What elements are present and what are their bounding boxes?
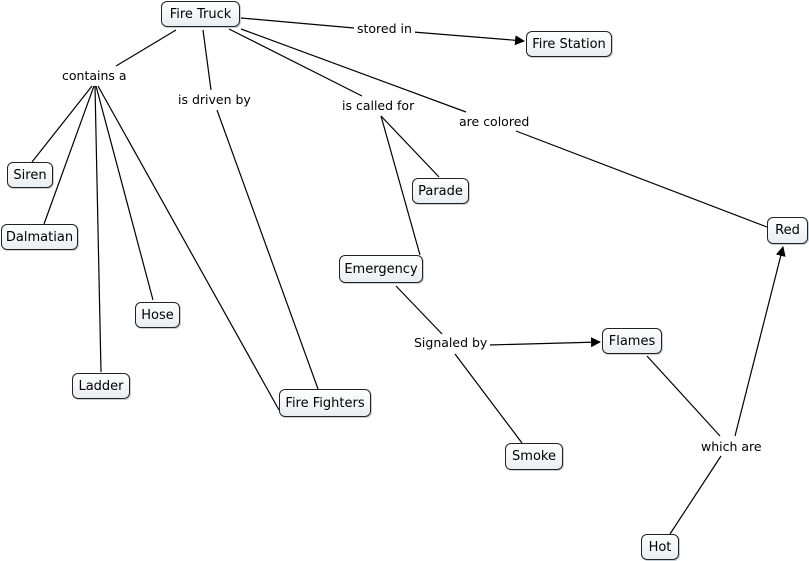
connector-flames-to-whichare: [646, 355, 721, 437]
connector-contains-to-siren: [31, 85, 93, 163]
concept-dalmatian[interactable]: Dalmatian: [1, 224, 78, 250]
concept-hose[interactable]: Hose: [135, 302, 180, 328]
link-label-driven-by: is driven by: [175, 92, 254, 107]
link-label-signaled-by: Signaled by: [411, 335, 491, 350]
connector-contains-to-firefighters: [97, 85, 280, 411]
link-label-stored-in: stored in: [354, 21, 415, 36]
connector-stored-to-station: [412, 31, 525, 46]
connector-contains-to-ladder: [94, 85, 102, 373]
connector-truck-to-stored: [240, 17, 355, 29]
link-label-which-are: which are: [698, 439, 765, 454]
connector-truck-to-colored: [240, 28, 467, 113]
link-label-colored: are colored: [456, 114, 533, 129]
concept-parade[interactable]: Parade: [412, 178, 469, 204]
link-label-called-for: is called for: [339, 98, 418, 113]
concept-fire-fighters[interactable]: Fire Fighters: [279, 389, 371, 417]
connector-emergency-to-signaled: [395, 285, 443, 335]
connector-whichare-to-hot: [669, 455, 722, 535]
connector-truck-to-calledfor: [228, 28, 363, 97]
connector-signaled-to-flames: [488, 337, 601, 348]
concept-hot[interactable]: Hot: [641, 534, 679, 560]
concept-ladder[interactable]: Ladder: [72, 373, 130, 399]
concept-flames[interactable]: Flames: [602, 328, 662, 354]
connector-contains-to-hose: [95, 85, 154, 301]
connector-colored-to-red: [515, 130, 768, 228]
concept-siren[interactable]: Siren: [7, 162, 53, 188]
concept-fire-truck[interactable]: Fire Truck: [161, 1, 240, 27]
concept-emergency[interactable]: Emergency: [339, 255, 423, 283]
connector-calledfor-to-emergency: [380, 115, 421, 256]
connector-driven-to-firefighters: [216, 109, 319, 390]
connector-contains-to-dalmatian: [43, 85, 95, 225]
concept-smoke[interactable]: Smoke: [505, 443, 563, 470]
connector-calledfor-to-parade: [380, 115, 440, 178]
connector-whichare-to-red: [734, 246, 786, 437]
concept-red[interactable]: Red: [767, 217, 808, 244]
link-label-contains: contains a: [59, 68, 130, 83]
connector-truck-to-driven: [202, 29, 212, 91]
connector-truck-to-contains: [115, 29, 177, 67]
connector-signaled-to-smoke: [454, 353, 523, 444]
concept-fire-station[interactable]: Fire Station: [526, 31, 612, 57]
